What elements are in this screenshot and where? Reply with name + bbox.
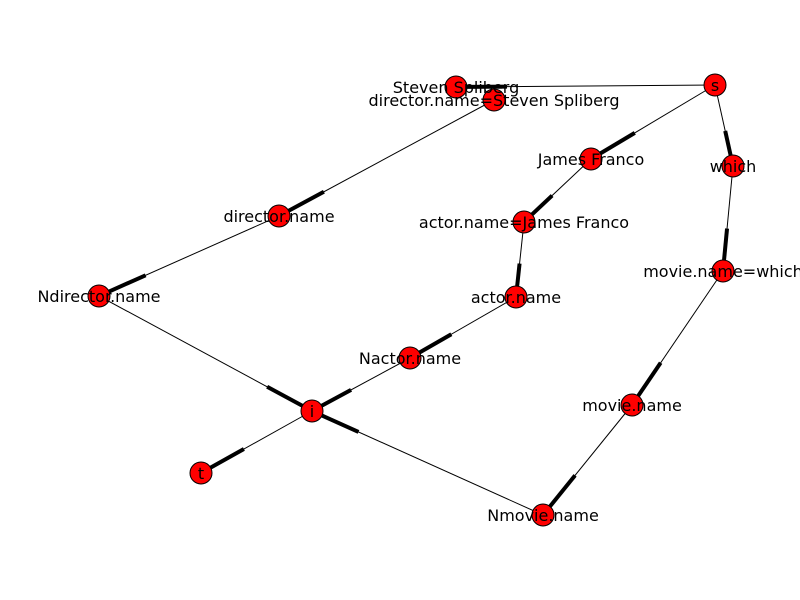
- node-label-actor_eq: actor.name=James Franco: [419, 213, 629, 232]
- node-movie_name: [620, 393, 644, 417]
- node-label-actor_name: actor.name: [471, 288, 561, 307]
- node-which: [721, 154, 745, 178]
- node-label-nmovie: Nmovie.name: [487, 506, 599, 525]
- node-label-t: t: [198, 464, 204, 483]
- node-steven: [444, 75, 468, 99]
- node-label-steven: Steven Spliberg: [393, 78, 519, 97]
- edge-arrow-s-which: [723, 130, 733, 156]
- node-label-ndirector: Ndirector.name: [37, 287, 160, 306]
- node-label-nactor: Nactor.name: [359, 349, 461, 368]
- node-t: [189, 461, 213, 485]
- node-i: [300, 399, 324, 423]
- edge-arrow-s-james: [599, 131, 636, 156]
- node-label-james: James Franco: [537, 150, 645, 169]
- node-actor_name: [504, 285, 528, 309]
- node-label-which: which: [710, 157, 757, 176]
- edge-arrow-movie_eq-movie_name: [636, 361, 663, 398]
- node-actor_eq: [512, 210, 536, 234]
- node-label-dirname_eq: director.name=Steven Spliberg: [369, 91, 620, 110]
- edge-arrow-actor_eq-actor_name: [515, 263, 522, 287]
- node-james: [579, 147, 603, 171]
- edge-arrow-ndirector-i: [266, 385, 304, 408]
- edge-arrow-director_name-ndirector: [108, 273, 147, 294]
- node-label-s: s: [711, 76, 719, 95]
- node-director_name: [267, 204, 291, 228]
- node-ndirector: [87, 284, 111, 308]
- node-s: [703, 73, 727, 97]
- edge-arrow-nactor-i: [320, 388, 353, 408]
- edge-arrow-i-t: [209, 447, 245, 470]
- nodes-layer: [87, 73, 745, 527]
- node-label-movie_name: movie.name: [582, 396, 682, 415]
- node-movie_eq: [711, 259, 735, 283]
- node-label-movie_eq: movie.name=which: [643, 262, 800, 281]
- edge-arrow-nmovie-i: [321, 413, 360, 434]
- edge-arrow-which-movie_eq: [722, 228, 730, 261]
- edge-arrow-movie_name-nmovie: [548, 474, 577, 508]
- edge-arrow-actor_name-nactor: [418, 332, 453, 355]
- node-label-i: i: [310, 402, 314, 421]
- edges-layer: [98, 84, 734, 516]
- node-dirname_eq: [482, 88, 506, 112]
- edge-arrow-dirname_eq-director_name: [287, 190, 325, 213]
- node-label-director_name: director.name: [223, 207, 334, 226]
- node-nmovie: [531, 503, 555, 527]
- node-nactor: [398, 346, 422, 370]
- edge-arrow-james-actor_eq: [530, 194, 554, 216]
